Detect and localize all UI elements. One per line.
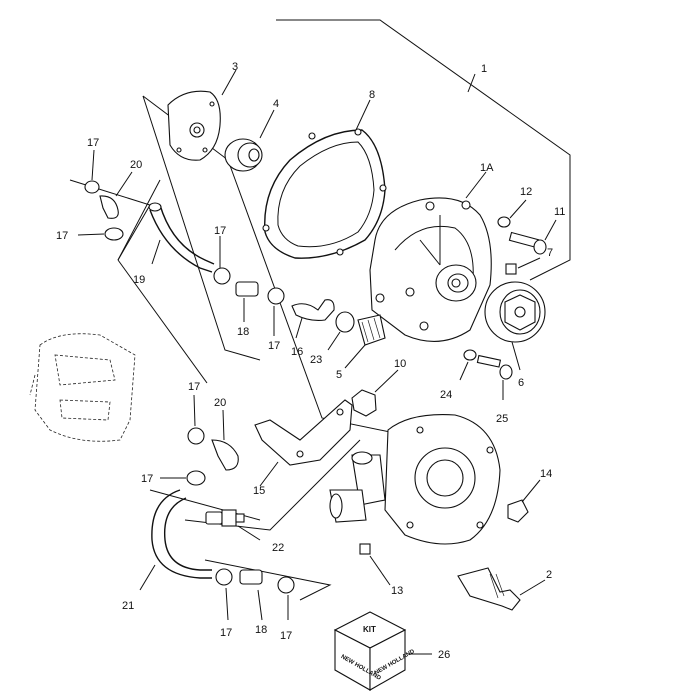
plug-10 (351, 369, 399, 417)
callout-14: 14 (540, 468, 552, 480)
kit-label: KIT (363, 625, 376, 634)
callout-15: 15 (253, 485, 265, 497)
callout-13: 13 (391, 585, 403, 597)
callout-19: 19 (133, 274, 145, 286)
callout-17-hose-top: 17 (214, 225, 226, 237)
callout-17-mid: 17 (268, 340, 280, 352)
lower-hose-21-assembly (139, 394, 295, 621)
washer-24-bolt-25 (459, 349, 513, 400)
assembly-bracket-1 (276, 19, 571, 281)
callout-11: 11 (554, 206, 565, 218)
engine-block-outline (29, 333, 136, 442)
callout-1: 1 (481, 63, 487, 75)
callout-20-top: 20 (130, 159, 142, 171)
callout-17-left: 17 (56, 230, 68, 242)
callout-labels: 1 1A 2 3 4 5 6 7 8 10 11 12 13 14 15 16 … (56, 61, 565, 661)
callout-17-lower-left: 17 (141, 473, 153, 485)
callout-16: 16 (291, 346, 303, 358)
hose-19-assembly (148, 202, 285, 336)
callout-17-top: 17 (87, 137, 99, 149)
bolt-13 (359, 543, 391, 586)
callout-10: 10 (394, 358, 406, 370)
kit-box-26: KIT NEW HOLLAND NEW HOLLAND (333, 611, 432, 691)
pump-housing-part (369, 171, 492, 342)
gasket-part (262, 99, 387, 259)
lower-pump-body (329, 414, 501, 545)
callout-17-bottom-b: 17 (280, 630, 292, 642)
oring-23-fitting-5-elbow-16 (291, 299, 386, 369)
sensor-2 (457, 567, 546, 611)
callout-6: 6 (518, 377, 524, 389)
drain-14 (507, 479, 541, 523)
seal-part (224, 109, 275, 172)
bolt-11-washer-12 (497, 199, 557, 275)
bracket-15 (254, 399, 353, 487)
hub-part (484, 281, 546, 371)
callout-2: 2 (546, 569, 552, 581)
callout-1a: 1A (480, 162, 494, 174)
elbow-20-clamps-17-upper (77, 149, 133, 241)
callout-4: 4 (273, 98, 279, 110)
callout-20-lower: 20 (214, 397, 226, 409)
callout-17-bottom-a: 17 (220, 627, 232, 639)
callout-24: 24 (440, 389, 452, 401)
impeller-plate-part (167, 69, 237, 161)
callout-17-lower-top: 17 (188, 381, 200, 393)
callout-8: 8 (369, 89, 375, 101)
fitting-22 (205, 509, 261, 541)
callout-18-bottom: 18 (255, 624, 267, 636)
callout-26: 26 (438, 649, 450, 661)
callout-21: 21 (122, 600, 134, 612)
callout-18-mid: 18 (237, 326, 249, 338)
callout-7: 7 (547, 247, 553, 259)
callout-25: 25 (496, 413, 508, 425)
callout-12: 12 (520, 186, 532, 198)
callout-3: 3 (232, 61, 238, 73)
callout-5: 5 (336, 369, 342, 381)
callout-22: 22 (272, 542, 284, 554)
callout-23: 23 (310, 354, 322, 366)
